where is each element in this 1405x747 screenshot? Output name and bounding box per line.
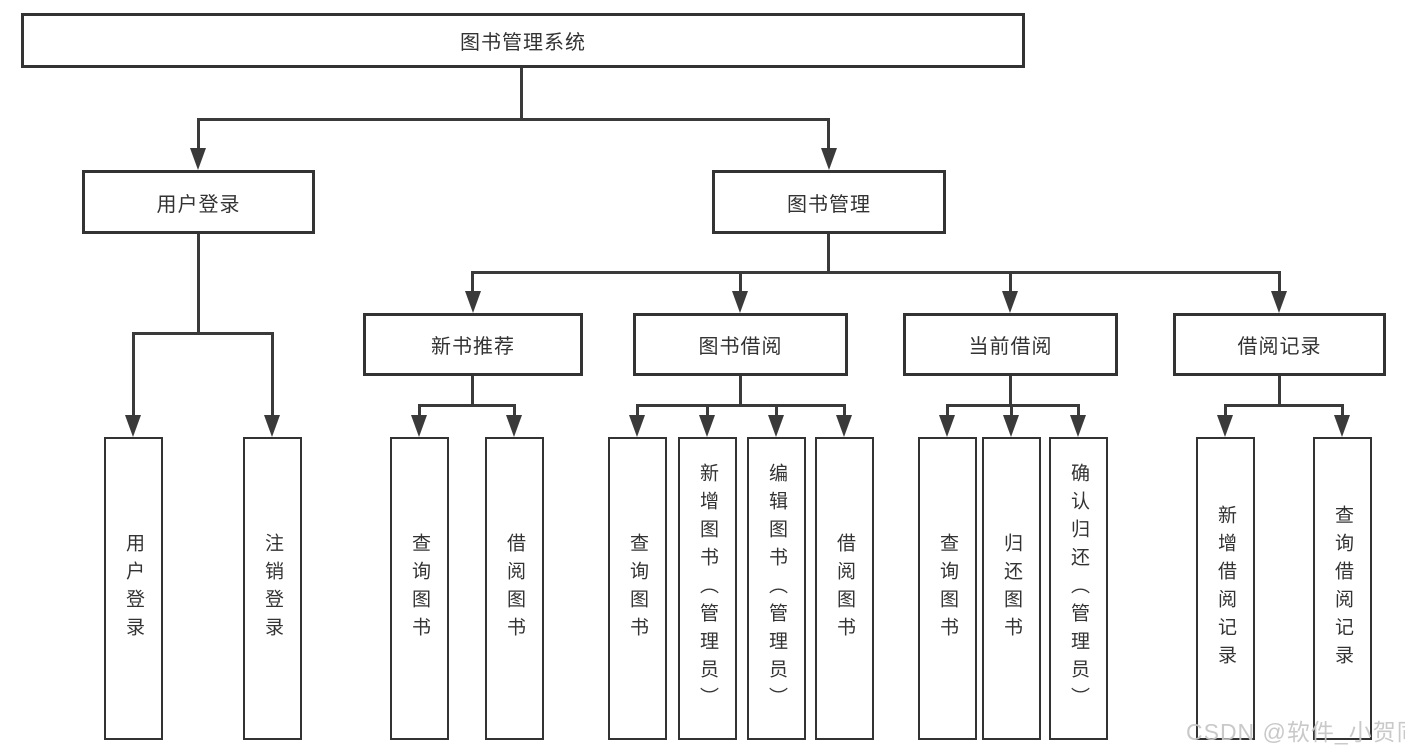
- tree-edge: [1077, 404, 1080, 418]
- arrowhead-down: [768, 415, 784, 437]
- node-label: 注销登录: [262, 532, 283, 645]
- tree-edge: [1341, 404, 1344, 418]
- tree-edge: [471, 271, 1281, 274]
- tree-edge: [132, 332, 135, 417]
- arrowhead-down: [465, 291, 481, 313]
- arrowhead-down: [411, 415, 427, 437]
- leaf-query-books-1: 查询图书: [390, 437, 449, 740]
- arrowhead-down: [125, 415, 141, 437]
- node-label: 用户登录: [123, 532, 144, 645]
- leaf-edit-book-admin: 编辑图书（管理员）: [747, 437, 806, 740]
- arrowhead-down: [1002, 291, 1018, 313]
- leaf-confirm-return-admin: 确认归还（管理员）: [1049, 437, 1108, 740]
- tree-edge: [739, 271, 742, 295]
- tree-edge: [197, 118, 200, 152]
- node-label: 查询图书: [409, 532, 430, 645]
- node-book-management: 图书管理: [712, 170, 946, 234]
- arrowhead-down: [506, 415, 522, 437]
- leaf-query-books-2: 查询图书: [608, 437, 667, 740]
- tree-edge: [843, 404, 846, 418]
- leaf-add-borrow-record: 新增借阅记录: [1196, 437, 1255, 740]
- tree-edge: [827, 234, 830, 274]
- tree-edge: [739, 376, 742, 406]
- node-label: 图书管理: [787, 193, 871, 216]
- tree-edge: [775, 404, 778, 418]
- node-label: 借阅记录: [1237, 336, 1322, 358]
- tree-edge: [513, 404, 516, 418]
- leaf-query-books-3: 查询图书: [918, 437, 977, 740]
- tree-edge: [197, 118, 830, 121]
- tree-edge: [636, 404, 845, 407]
- node-label: 查询图书: [627, 532, 648, 645]
- node-library-system: 图书管理系统: [21, 13, 1025, 68]
- node-current-borrow: 当前借阅: [903, 313, 1118, 376]
- tree-edge: [1224, 404, 1343, 407]
- arrowhead-down: [732, 291, 748, 313]
- tree-edge: [1278, 376, 1281, 406]
- arrowhead-down: [836, 415, 852, 437]
- node-new-book-recommend: 新书推荐: [363, 313, 583, 376]
- node-label: 借阅图书: [834, 532, 855, 645]
- tree-edge: [706, 404, 709, 418]
- tree-edge: [1278, 271, 1281, 295]
- tree-edge: [1009, 376, 1012, 406]
- leaf-add-book-admin: 新增图书（管理员）: [678, 437, 737, 740]
- node-label: 图书借阅: [698, 336, 783, 358]
- arrowhead-down: [264, 415, 280, 437]
- tree-edge: [827, 118, 830, 152]
- node-label: 借阅图书: [504, 532, 525, 645]
- arrowhead-down: [1217, 415, 1233, 437]
- node-label: 图书管理系统: [460, 32, 586, 54]
- node-label: 新书推荐: [431, 336, 515, 358]
- node-user-login: 用户登录: [82, 170, 315, 234]
- node-label: 编辑图书（管理员）: [766, 462, 787, 715]
- node-label: 归还图书: [1001, 532, 1022, 645]
- node-book-borrow: 图书借阅: [633, 313, 848, 376]
- arrowhead-down: [1271, 291, 1287, 313]
- leaf-borrow-books-2: 借阅图书: [815, 437, 874, 740]
- node-label: 新增图书（管理员）: [697, 462, 718, 715]
- node-label: 用户登录: [156, 193, 241, 216]
- tree-edge: [520, 68, 523, 121]
- tree-edge: [271, 332, 274, 417]
- tree-edge: [1010, 404, 1013, 418]
- csdn-watermark: CSDN @软件_小贺同学: [1186, 719, 1405, 745]
- tree-edge: [471, 271, 474, 295]
- arrowhead-down: [821, 148, 837, 170]
- node-label: 当前借阅: [968, 336, 1053, 358]
- tree-edge: [471, 376, 474, 406]
- tree-edge: [1009, 271, 1012, 295]
- arrowhead-down: [939, 415, 955, 437]
- tree-edge: [418, 404, 421, 418]
- arrowhead-down: [1003, 415, 1019, 437]
- arrowhead-down: [699, 415, 715, 437]
- arrowhead-down: [1334, 415, 1350, 437]
- tree-edge: [418, 404, 516, 407]
- node-label: 确认归还（管理员）: [1068, 462, 1089, 715]
- leaf-user-login: 用户登录: [104, 437, 163, 740]
- tree-edge: [197, 234, 200, 334]
- arrowhead-down: [1070, 415, 1086, 437]
- tree-edge: [1224, 404, 1227, 418]
- tree-edge: [946, 404, 949, 418]
- leaf-return-book: 归还图书: [982, 437, 1041, 740]
- arrowhead-down: [190, 148, 206, 170]
- leaf-borrow-books-1: 借阅图书: [485, 437, 544, 740]
- node-label: 新增借阅记录: [1215, 504, 1236, 673]
- arrowhead-down: [629, 415, 645, 437]
- node-label: 查询图书: [937, 532, 958, 645]
- leaf-logout: 注销登录: [243, 437, 302, 740]
- tree-edge: [132, 332, 274, 335]
- tree-edge: [636, 404, 639, 418]
- node-borrow-records: 借阅记录: [1173, 313, 1386, 376]
- leaf-query-borrow-record: 查询借阅记录: [1313, 437, 1372, 740]
- node-label: 查询借阅记录: [1332, 504, 1353, 673]
